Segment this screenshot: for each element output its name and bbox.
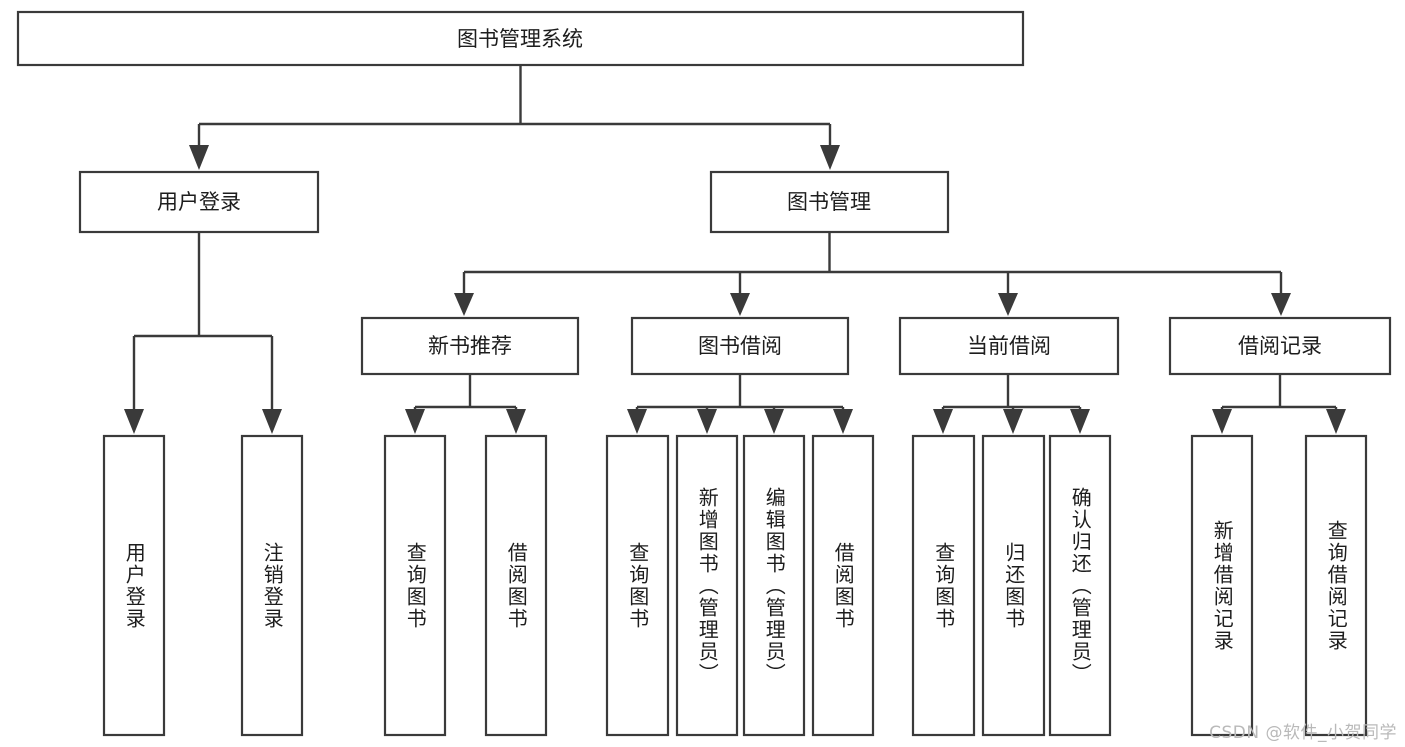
arrowhead-icon: [189, 145, 209, 170]
arrowhead-icon: [262, 409, 282, 434]
arrowhead-icon: [833, 409, 853, 434]
leaf-borrow-book-1-box[interactable]: [484, 434, 548, 737]
arrowhead-icon: [998, 293, 1018, 316]
node-book-borrow-box[interactable]: [630, 316, 850, 376]
arrowhead-icon: [506, 409, 526, 434]
leaf-return-book-box[interactable]: [981, 434, 1046, 737]
arrowhead-icon: [764, 409, 784, 434]
leaf-borrow-book-2-box[interactable]: [811, 434, 875, 737]
node-book-manage-label: 图书管理: [787, 190, 871, 214]
node-user-login-label: 用户登录: [157, 190, 241, 214]
node-current-borrow-label: 当前借阅: [967, 334, 1051, 358]
arrowhead-icon: [1070, 409, 1090, 434]
arrowhead-icon: [820, 145, 840, 170]
arrowhead-icon: [454, 293, 474, 316]
node-new-book-rec-label: 新书推荐: [428, 334, 512, 358]
arrowhead-icon: [697, 409, 717, 434]
arrowhead-icon: [1003, 409, 1023, 434]
node-user-login-box[interactable]: [78, 170, 320, 234]
leaf-query-book-1-box[interactable]: [383, 434, 447, 737]
leaf-query-book-3-box[interactable]: [911, 434, 976, 737]
node-root-label: 图书管理系统: [457, 27, 583, 51]
arrowhead-layer: [124, 145, 1346, 434]
arrowhead-icon: [933, 409, 953, 434]
leaf-query-book-2-box[interactable]: [605, 434, 670, 737]
leaf-logout-box[interactable]: [240, 434, 304, 737]
node-current-borrow-box[interactable]: [898, 316, 1120, 376]
node-box-layer: 图书管理系统 用户登录 图书管理 新书推荐 图书借阅 当前借阅 借阅记录: [16, 10, 1392, 737]
arrowhead-icon: [730, 293, 750, 316]
leaf-add-record-box[interactable]: [1190, 434, 1254, 737]
node-borrow-record-box[interactable]: [1168, 316, 1392, 376]
arrowhead-icon: [124, 409, 144, 434]
leaf-edit-book-box[interactable]: [742, 434, 806, 737]
arrowhead-icon: [405, 409, 425, 434]
arrowhead-icon: [1326, 409, 1346, 434]
node-book-borrow-label: 图书借阅: [698, 334, 782, 358]
leaf-query-record-box[interactable]: [1304, 434, 1368, 737]
leaf-user-login-box[interactable]: [102, 434, 166, 737]
arrowhead-icon: [1212, 409, 1232, 434]
node-borrow-record-label: 借阅记录: [1238, 334, 1322, 358]
arrowhead-icon: [1271, 293, 1291, 316]
leaf-add-book-box[interactable]: [675, 434, 739, 737]
node-book-manage-box[interactable]: [709, 170, 950, 234]
leaf-confirm-return-box[interactable]: [1048, 434, 1112, 737]
node-root-box[interactable]: [16, 10, 1025, 67]
arrowhead-icon: [627, 409, 647, 434]
csdn-watermark: CSDN @软件_小贺同学: [1209, 723, 1397, 743]
node-new-book-rec-box[interactable]: [360, 316, 580, 376]
